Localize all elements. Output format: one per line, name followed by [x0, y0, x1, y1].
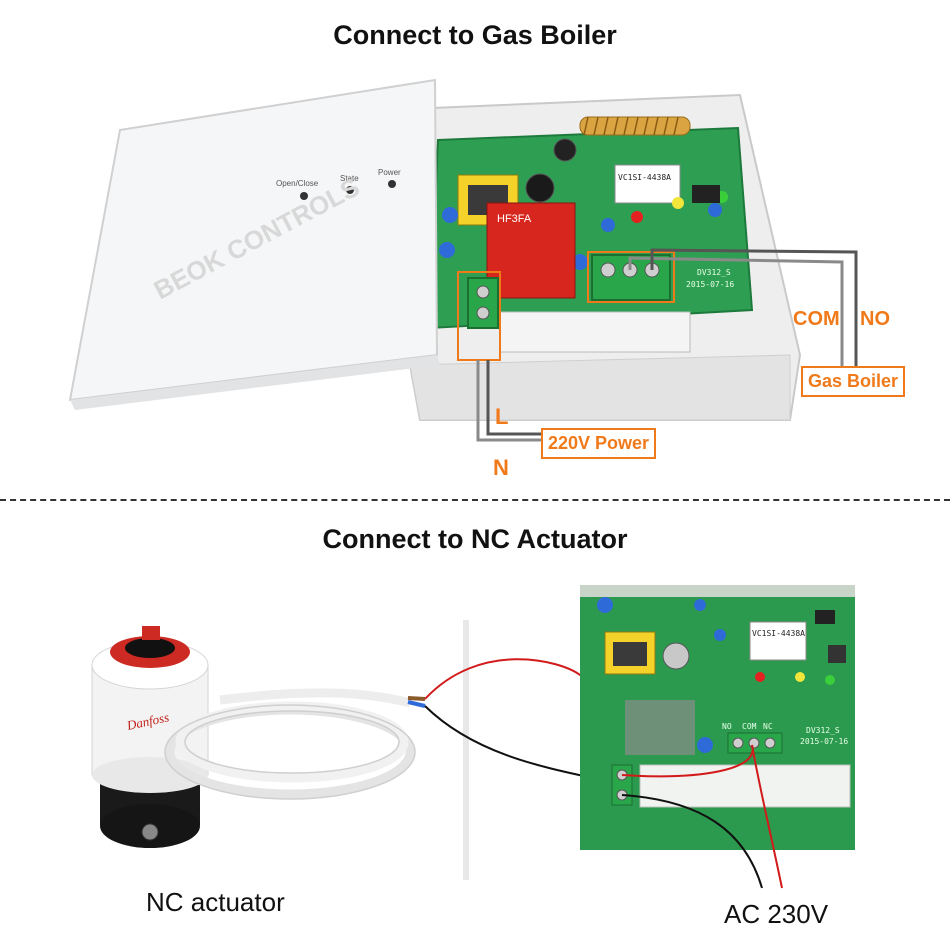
svg-text:DV312_S: DV312_S	[806, 726, 840, 735]
gas-boiler-diagram: HF3FA VC1SI-4438A DV312_S 2015-07-16 Ope…	[68, 78, 858, 442]
relay-terminal-highlight	[587, 251, 675, 303]
red-wire-ac	[751, 744, 783, 889]
neutral-label: N	[493, 455, 509, 480]
boiler-wires	[476, 248, 858, 442]
svg-text:State: State	[340, 174, 359, 183]
red-wire-jumper	[621, 744, 754, 778]
black-wire-ac	[621, 794, 763, 889]
red-wire-actuator	[424, 658, 753, 739]
power-terminal-block	[467, 277, 499, 329]
svg-text:COM: COM	[742, 722, 757, 731]
rf-module: VC1SI-4438A	[614, 164, 681, 204]
nc-actuator-label: NC actuator	[146, 887, 285, 917]
antenna-coil	[579, 116, 691, 136]
svg-text:Open/Close: Open/Close	[276, 179, 319, 188]
svg-text:Power: Power	[378, 168, 401, 177]
ac-230v-label: AC 230V	[724, 899, 829, 929]
black-wire-actuator	[424, 705, 626, 786]
nc-actuator-title: Connect to NC Actuator	[322, 524, 628, 554]
receiver-lid: Open/Close State Power BEOK CONTROLS	[68, 78, 440, 410]
no-label: NO	[860, 308, 890, 330]
nc-actuator: Danfoss	[91, 626, 209, 848]
actuator-cable	[165, 688, 415, 799]
power-label: 220V Power	[541, 428, 657, 459]
gas-boiler-title: Connect to Gas Boiler	[333, 20, 617, 50]
svg-text:HF3FA: HF3FA	[497, 213, 532, 225]
svg-text:NC: NC	[763, 722, 773, 731]
relay: HF3FA	[486, 202, 576, 299]
svg-text:2015-07-16: 2015-07-16	[686, 280, 734, 289]
section-divider	[0, 499, 950, 501]
com-label: COM	[793, 308, 840, 330]
svg-text:VC1SI-4438A: VC1SI-4438A	[752, 629, 805, 638]
pcb-photo: VC1SI-4438A DV312_S 2015-07-16 NO COM NC	[580, 585, 855, 850]
gas-boiler-label: Gas Boiler	[801, 366, 906, 397]
svg-text:Danfoss: Danfoss	[125, 709, 171, 733]
svg-text:NO: NO	[722, 722, 732, 731]
svg-text:2015-07-16: 2015-07-16	[800, 737, 848, 746]
svg-text:DV312_S: DV312_S	[697, 268, 731, 277]
svg-text:VC1SI-4438A: VC1SI-4438A	[618, 173, 671, 182]
live-label: L	[495, 404, 509, 429]
